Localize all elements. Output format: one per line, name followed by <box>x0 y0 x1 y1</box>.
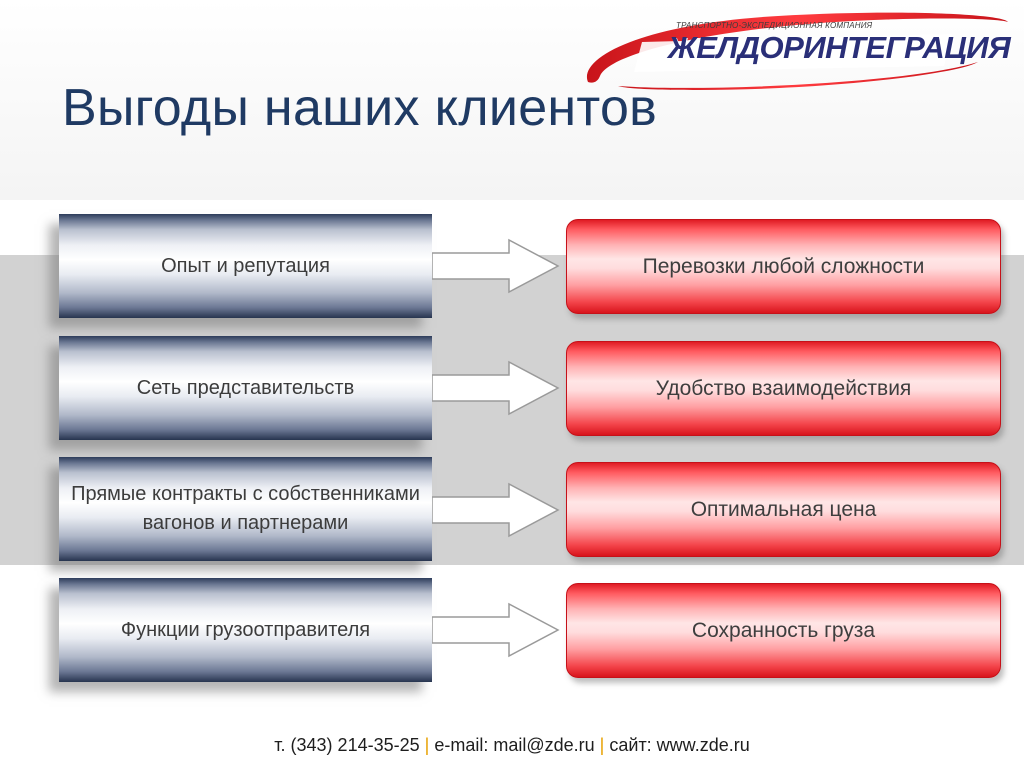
slide-background <box>0 0 1024 200</box>
arrow-icon <box>432 360 560 416</box>
logo-swoosh-icon <box>586 12 1008 90</box>
left-box-4: Функции грузоотправителя <box>59 578 432 682</box>
separator: | <box>599 735 605 755</box>
contact-info: т. (343) 214-35-25 | e-mail: mail@zde.ru… <box>0 735 1024 756</box>
left-box-3: Прямые контракты с собственниками вагоно… <box>59 457 432 561</box>
arrow-icon <box>432 482 560 538</box>
separator: | <box>424 735 430 755</box>
right-box-4: Сохранность груза <box>566 583 1001 678</box>
left-box-1: Опыт и репутация <box>59 214 432 318</box>
contact-phone: т. (343) 214-35-25 <box>274 735 420 755</box>
arrow-icon <box>432 238 560 294</box>
left-box-2: Сеть представительств <box>59 336 432 440</box>
contact-email[interactable]: e-mail: mail@zde.ru <box>434 735 595 755</box>
slide-title: Выгоды наших клиентов <box>62 79 658 137</box>
logo-name: ЖЕЛДОРИНТЕГРАЦИЯ <box>668 30 1011 65</box>
contact-site[interactable]: сайт: www.zde.ru <box>609 735 750 755</box>
logo-tagline: ТРАНСПОРТНО-ЭКСПЕДИЦИОННАЯ КОМПАНИЯ <box>676 21 873 30</box>
right-box-3: Оптимальная цена <box>566 462 1001 557</box>
company-logo: ТРАНСПОРТНО-ЭКСПЕДИЦИОННАЯ КОМПАНИЯ ЖЕЛД… <box>578 4 1018 94</box>
right-box-1: Перевозки любой сложности <box>566 219 1001 314</box>
right-box-2: Удобство взаимодействия <box>566 341 1001 436</box>
arrow-icon <box>432 602 560 658</box>
